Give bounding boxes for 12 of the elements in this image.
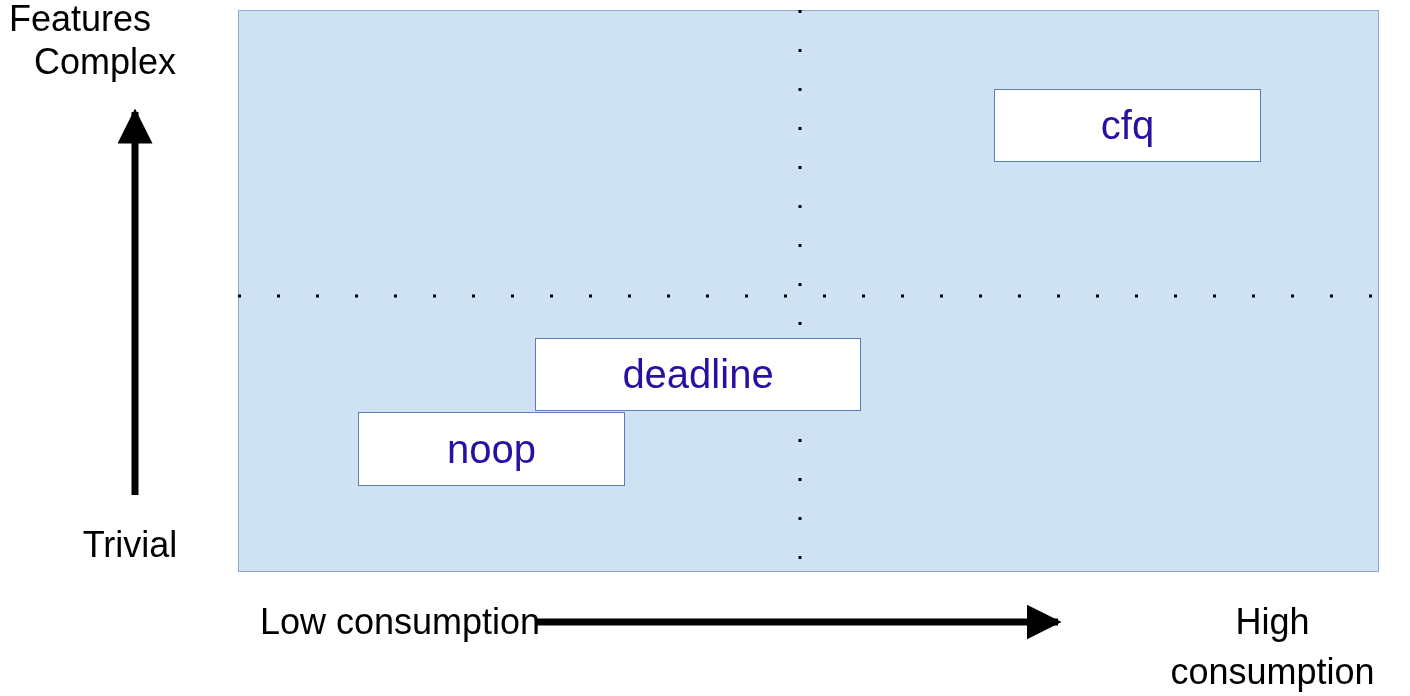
scheduler-box (535, 338, 861, 411)
scheduler-name: deadline (622, 352, 774, 397)
scheduler-box (994, 89, 1261, 162)
axis-label: High consumption (1169, 600, 1376, 694)
axis-label: Features (7, 0, 153, 41)
axis-label: Trivial (81, 523, 179, 567)
scheduler-box (358, 412, 625, 486)
axis-label: Low consumption (258, 600, 542, 644)
scheduler-name: noop (447, 426, 536, 472)
quadrant-panel (238, 10, 1379, 572)
axis-label: Complex (32, 40, 178, 84)
scheduler-name: cfq (1100, 103, 1155, 148)
